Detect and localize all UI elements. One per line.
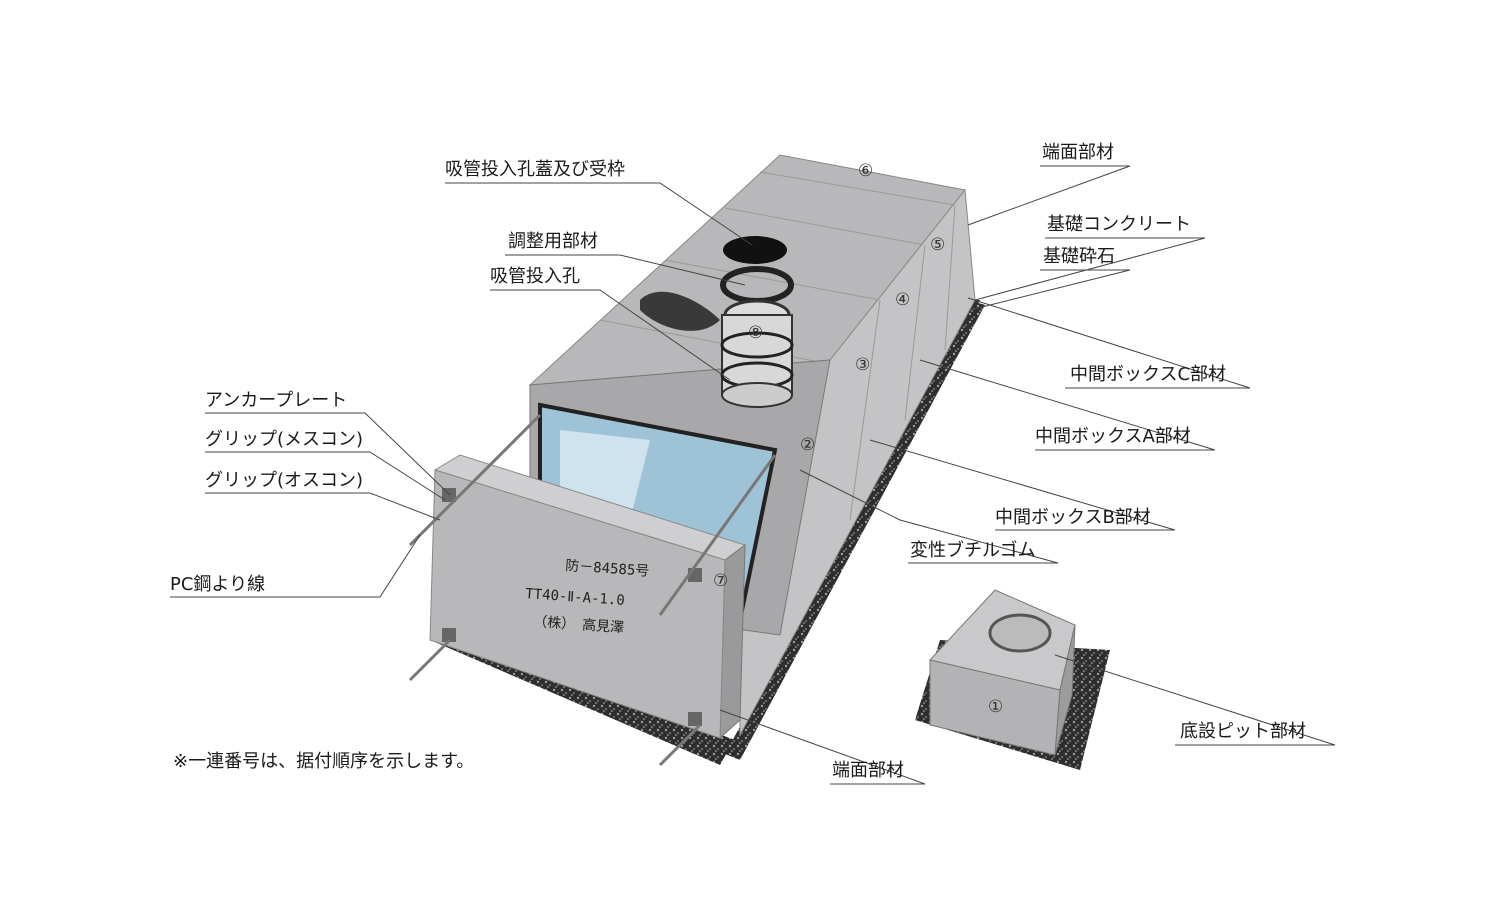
label-grip-female: グリップ(メスコン)	[205, 429, 364, 450]
anchor-plate-icon	[442, 488, 456, 502]
label-anchor: アンカープレート	[205, 390, 348, 411]
label-grip-male: グリップ(オスコン)	[205, 470, 364, 491]
anchor-plate-icon	[442, 628, 456, 642]
label-butyl: 変性ブチルゴム	[910, 540, 1036, 561]
label-pc-strand: PC鋼より線	[170, 574, 266, 595]
label-end-top: 端面部材	[1042, 142, 1114, 163]
segment-line	[849, 299, 881, 521]
number-5: ⑤	[930, 235, 945, 255]
segment-line	[759, 171, 956, 206]
suction-cover	[723, 236, 787, 264]
plate-line-1: 防－84585号	[565, 558, 650, 580]
pc-strand	[408, 413, 542, 547]
anchor-plate-icon	[688, 712, 702, 726]
cover-shadow	[640, 291, 720, 331]
pc-strand	[408, 638, 452, 682]
label-adjust: 調整用部材	[508, 231, 598, 252]
label-pit: 底設ピット部材	[1180, 721, 1306, 742]
sequence-note: ※一連番号は、据付順序を示します。	[173, 751, 475, 772]
label-mid-b: 中間ボックスB部材	[995, 507, 1151, 528]
pc-strand	[658, 723, 702, 767]
number-2: ②	[800, 435, 815, 455]
number-4: ④	[895, 290, 910, 310]
number-6: ⑥	[858, 161, 873, 181]
suction-band	[720, 331, 794, 359]
label-end-bottom: 端面部材	[832, 760, 904, 781]
segment-line	[724, 207, 926, 246]
label-suction-hole: 吸管投入孔	[490, 266, 580, 287]
number-7: ⑦	[713, 571, 728, 591]
plate-line-3: （株） 高見澤	[533, 613, 625, 636]
pit-hole	[988, 613, 1052, 653]
leader-lines	[170, 165, 1336, 785]
number-8: ⑧	[748, 323, 763, 343]
segment-line	[599, 319, 836, 366]
pit-side	[1054, 624, 1076, 756]
label-mid-a: 中間ボックスA部材	[1035, 426, 1191, 447]
number-1: ①	[988, 697, 1003, 717]
label-mid-c: 中間ボックスC部材	[1070, 364, 1227, 385]
end-plate-front	[429, 469, 726, 739]
label-suction-cover: 吸管投入孔蓋及び受枠	[445, 159, 625, 180]
suction-bottom	[721, 382, 793, 408]
label-base-concrete: 基礎コンクリート	[1047, 214, 1191, 235]
segment-line	[904, 244, 926, 421]
segment-line	[664, 259, 881, 301]
plate-line-2: TT40-Ⅱ-A-1.0	[525, 586, 625, 609]
segment-line	[944, 204, 956, 351]
label-base-gravel: 基礎砕石	[1043, 246, 1115, 267]
pc-strand	[658, 454, 777, 616]
number-3: ③	[855, 355, 870, 375]
